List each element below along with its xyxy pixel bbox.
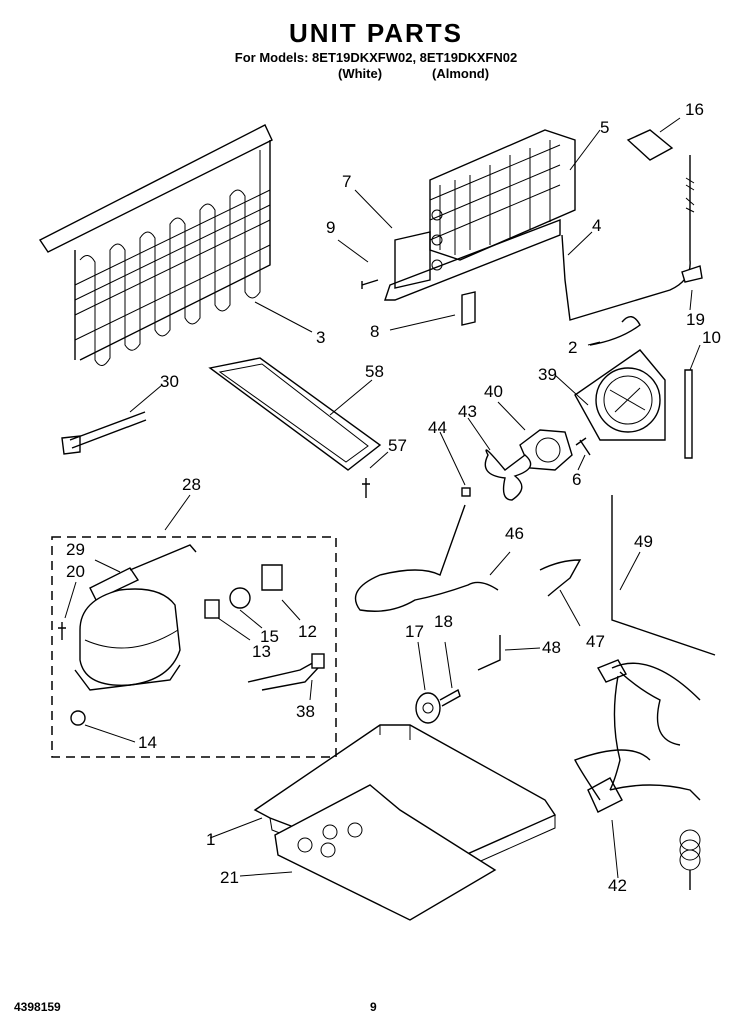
grommet [70,710,86,726]
callout-16: 16 [685,100,704,119]
fan-blade [484,449,532,501]
page-title: UNIT PARTS [288,18,464,48]
callout-39: 39 [538,365,557,384]
wire-harness-42 [574,659,701,890]
callout-14: 14 [138,733,157,752]
leader-lines [64,117,701,879]
cable-tie [61,411,147,455]
callout-57: 57 [388,436,407,455]
clip [681,265,703,283]
small-tube [539,559,582,597]
model-list: For Models: 8ET19DKXFW02, 8ET19DKXFN02 [234,50,518,65]
callout-19: 19 [686,310,705,329]
evaporator-assembly [384,129,576,301]
callout-58: 58 [365,362,384,381]
callout-21: 21 [220,868,239,887]
color-white-label: (White) [338,66,383,81]
callout-47: 47 [586,632,605,651]
callout-17: 17 [405,622,424,641]
callout-12: 12 [298,622,317,641]
rod [611,495,716,656]
screw-20 [58,622,66,640]
screw [361,279,379,289]
callout-6: 6 [572,470,582,489]
callout-48: 48 [542,638,561,657]
callout-43: 43 [458,402,477,421]
thermostat-cover [626,129,674,161]
screw-57 [362,478,370,498]
callout-7: 7 [342,172,352,191]
document-number: 4398159 [14,1000,61,1014]
callout-30: 30 [160,372,179,391]
wire-harness-2 [589,316,641,346]
page-number: 9 [370,1000,377,1014]
callout-2: 2 [568,338,578,357]
callout-10: 10 [702,328,721,347]
washer [461,487,471,497]
relay [229,587,251,609]
capillary-tube [561,155,691,321]
color-almond-label: (Almond) [432,66,490,81]
drain-tube [354,504,499,612]
callout-5: 5 [600,118,610,137]
callout-15: 15 [260,627,279,646]
callout-20: 20 [66,562,85,581]
callout-18: 18 [434,612,453,631]
callout-38: 38 [296,702,315,721]
callout-1: 1 [206,830,216,849]
drier [89,567,140,601]
cover-12 [261,564,283,591]
callout-44: 44 [428,418,447,437]
tube-48 [477,635,501,671]
fan-motor [519,429,573,471]
screw-6 [575,437,591,456]
callout-42: 42 [608,876,627,895]
callout-40: 40 [484,382,503,401]
callout-4: 4 [592,216,602,235]
callout-8: 8 [370,322,380,341]
drain-pan [208,357,382,471]
wire-38 [247,659,319,691]
gasket-strip [684,369,693,459]
fan-shroud [574,349,666,441]
callout-29: 29 [66,540,85,559]
callout-9: 9 [326,218,336,237]
compressor [74,588,181,691]
callout-46: 46 [505,524,524,543]
callout-3: 3 [316,328,326,347]
insulation-pad [274,784,497,921]
compressor-group-box [51,536,337,758]
callout-28: 28 [182,475,201,494]
condenser-coil [38,124,273,366]
roller [415,688,461,724]
mounting-bracket [461,291,476,326]
callout-13: 13 [252,642,271,661]
callout-49: 49 [634,532,653,551]
overload [204,599,220,619]
